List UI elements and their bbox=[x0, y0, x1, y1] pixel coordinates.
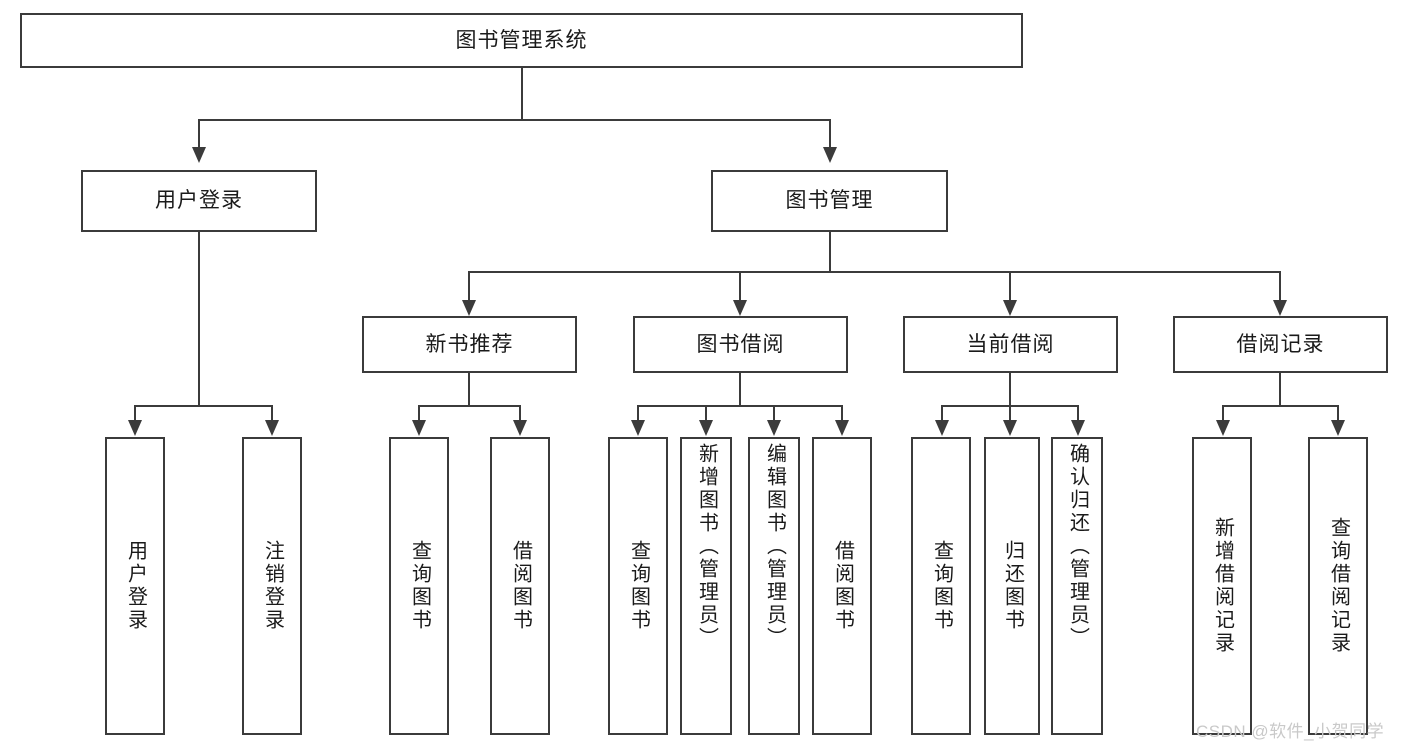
connector-recommend-stem bbox=[468, 373, 470, 406]
connector-record-stem bbox=[1279, 373, 1281, 406]
connector-current-drop-1 bbox=[941, 405, 943, 420]
leaf-user-login[interactable]: 用户登录 bbox=[105, 437, 165, 735]
node-book-management[interactable]: 图书管理 bbox=[711, 170, 948, 232]
arrow-borrow-4 bbox=[835, 420, 849, 436]
connector-borrow-drop-2 bbox=[705, 405, 707, 420]
connector-borrow-drop-3 bbox=[773, 405, 775, 420]
leaf-logout-label: 注销登录 bbox=[261, 540, 284, 632]
connector-book-management-stem bbox=[829, 232, 831, 272]
leaf-logout[interactable]: 注销登录 bbox=[242, 437, 302, 735]
arrow-borrow-1 bbox=[631, 420, 645, 436]
arrow-user-login-2 bbox=[265, 420, 279, 436]
arrow-level3-2 bbox=[733, 300, 747, 316]
leaf-borrow-query-book[interactable]: 查询图书 bbox=[608, 437, 668, 735]
leaf-user-login-label: 用户登录 bbox=[124, 540, 147, 632]
arrow-current-1 bbox=[935, 420, 949, 436]
arrow-borrow-2 bbox=[699, 420, 713, 436]
connector-user-login-drop-2 bbox=[271, 405, 273, 420]
arrow-user-login-1 bbox=[128, 420, 142, 436]
connector-user-login-stem bbox=[198, 232, 200, 406]
connector-level3-drop-1 bbox=[468, 271, 470, 300]
arrow-recommend-1 bbox=[412, 420, 426, 436]
connector-record-drop-1 bbox=[1222, 405, 1224, 420]
leaf-record-query-label: 查询借阅记录 bbox=[1327, 517, 1350, 655]
arrow-level2-1 bbox=[192, 147, 206, 163]
leaf-recommend-borrow-book-label: 借阅图书 bbox=[509, 540, 532, 632]
node-root[interactable]: 图书管理系统 bbox=[20, 13, 1023, 68]
connector-level3-drop-3 bbox=[1009, 271, 1011, 300]
connector-record-bus bbox=[1222, 405, 1337, 407]
leaf-current-query-book[interactable]: 查询图书 bbox=[911, 437, 971, 735]
node-user-login-label: 用户登录 bbox=[155, 189, 243, 213]
leaf-borrow-add-book-label: 新增图书（管理员） bbox=[695, 443, 718, 650]
node-book-borrow[interactable]: 图书借阅 bbox=[633, 316, 848, 373]
arrow-record-1 bbox=[1216, 420, 1230, 436]
leaf-current-confirm-return-label: 确认归还（管理员） bbox=[1066, 443, 1089, 650]
leaf-borrow-edit-book-label: 编辑图书（管理员） bbox=[763, 443, 786, 650]
connector-user-login-drop-1 bbox=[134, 405, 136, 420]
connector-user-login-bus bbox=[134, 405, 271, 407]
connector-level3-drop-4 bbox=[1279, 271, 1281, 300]
connector-borrow-drop-4 bbox=[841, 405, 843, 420]
connector-borrow-drop-1 bbox=[637, 405, 639, 420]
node-book-borrow-label: 图书借阅 bbox=[696, 332, 785, 356]
arrow-level3-1 bbox=[462, 300, 476, 316]
node-book-management-label: 图书管理 bbox=[785, 189, 874, 213]
arrow-level3-4 bbox=[1273, 300, 1287, 316]
leaf-current-return-book-label: 归还图书 bbox=[1001, 540, 1024, 632]
node-user-login[interactable]: 用户登录 bbox=[81, 170, 317, 232]
node-borrow-record-label: 借阅记录 bbox=[1236, 332, 1325, 356]
arrow-borrow-3 bbox=[767, 420, 781, 436]
leaf-current-confirm-return[interactable]: 确认归还（管理员） bbox=[1051, 437, 1103, 735]
connector-borrow-stem bbox=[739, 373, 741, 406]
leaf-record-add[interactable]: 新增借阅记录 bbox=[1192, 437, 1252, 735]
leaf-borrow-borrow-book[interactable]: 借阅图书 bbox=[812, 437, 872, 735]
leaf-borrow-borrow-book-label: 借阅图书 bbox=[831, 540, 854, 632]
leaf-borrow-edit-book[interactable]: 编辑图书（管理员） bbox=[748, 437, 800, 735]
connector-recommend-bus bbox=[418, 405, 519, 407]
leaf-recommend-query-book-label: 查询图书 bbox=[408, 540, 431, 632]
connector-record-drop-2 bbox=[1337, 405, 1339, 420]
connector-recommend-drop-1 bbox=[418, 405, 420, 420]
arrow-level3-3 bbox=[1003, 300, 1017, 316]
csdn-watermark: CSDN @软件_小贺同学 bbox=[1196, 722, 1385, 741]
connector-borrow-bus bbox=[637, 405, 842, 407]
node-new-book-recommend[interactable]: 新书推荐 bbox=[362, 316, 577, 373]
leaf-borrow-add-book[interactable]: 新增图书（管理员） bbox=[680, 437, 732, 735]
leaf-current-query-book-label: 查询图书 bbox=[930, 540, 953, 632]
connector-root-stem bbox=[521, 68, 523, 120]
leaf-record-add-label: 新增借阅记录 bbox=[1211, 517, 1234, 655]
arrow-recommend-2 bbox=[513, 420, 527, 436]
connector-recommend-drop-2 bbox=[519, 405, 521, 420]
node-current-borrow[interactable]: 当前借阅 bbox=[903, 316, 1118, 373]
leaf-borrow-query-book-label: 查询图书 bbox=[627, 540, 650, 632]
connector-level2-drop-2 bbox=[829, 119, 831, 147]
node-current-borrow-label: 当前借阅 bbox=[966, 332, 1055, 356]
node-root-label: 图书管理系统 bbox=[455, 28, 588, 52]
node-borrow-record[interactable]: 借阅记录 bbox=[1173, 316, 1388, 373]
leaf-recommend-query-book[interactable]: 查询图书 bbox=[389, 437, 449, 735]
connector-current-drop-3 bbox=[1077, 405, 1079, 420]
leaf-current-return-book[interactable]: 归还图书 bbox=[984, 437, 1040, 735]
connector-level2-drop-1 bbox=[198, 119, 200, 147]
node-new-book-recommend-label: 新书推荐 bbox=[425, 332, 514, 356]
connector-current-stem bbox=[1009, 373, 1011, 406]
connector-current-drop-2 bbox=[1009, 405, 1011, 420]
leaf-record-query[interactable]: 查询借阅记录 bbox=[1308, 437, 1368, 735]
arrow-record-2 bbox=[1331, 420, 1345, 436]
arrow-current-2 bbox=[1003, 420, 1017, 436]
connector-level2-bus bbox=[198, 119, 830, 121]
arrow-level2-2 bbox=[823, 147, 837, 163]
connector-level3-drop-2 bbox=[739, 271, 741, 300]
leaf-recommend-borrow-book[interactable]: 借阅图书 bbox=[490, 437, 550, 735]
connector-level3-bus bbox=[468, 271, 1280, 273]
arrow-current-3 bbox=[1071, 420, 1085, 436]
